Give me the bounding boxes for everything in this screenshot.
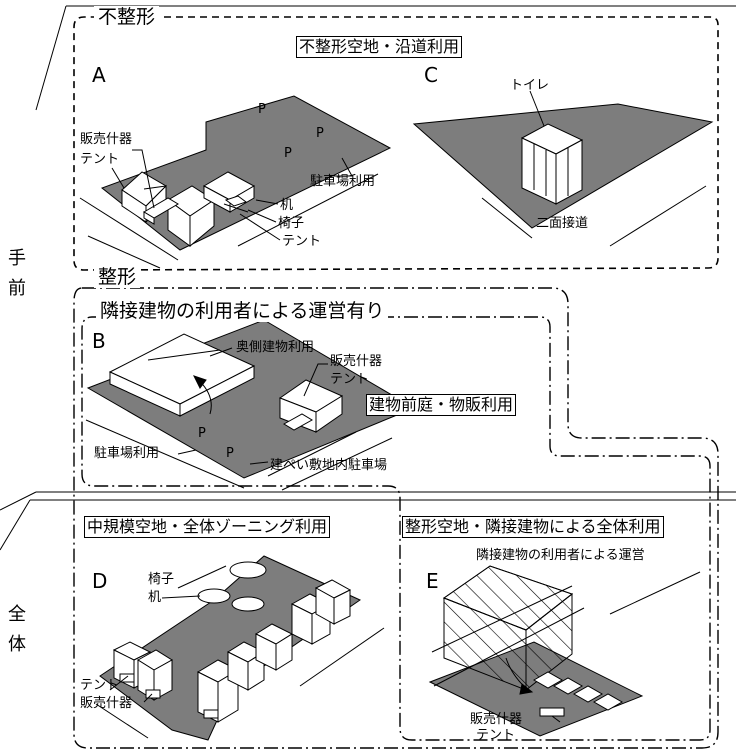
panel-d-letter: D <box>92 569 108 593</box>
panel-b-label-site-parking: 建ぺい敷地内駐車場 <box>270 458 388 473</box>
panel-a-lot <box>100 95 392 251</box>
panel-a-label-desk: 机 <box>280 198 294 213</box>
panel-e-title: 整形空地・隣接建物による全体利用 <box>402 516 664 538</box>
panel-a-label-counter: 販売什器 <box>80 132 133 147</box>
side-label-whole-2: 体 <box>8 634 26 655</box>
panel-d-label-tent: テント <box>80 678 120 693</box>
panel-a-label-chair: 椅子 <box>278 216 305 231</box>
neighbor-zone-boundary <box>81 316 711 741</box>
panel-c-label-two-roads: 二面接道 <box>536 216 589 231</box>
panel-b-title: 建物前庭・物販利用 <box>366 394 517 416</box>
panel-b-letter: B <box>92 329 106 353</box>
irregular-zone-boundary <box>73 16 719 271</box>
panel-c-drawing <box>412 90 714 247</box>
panel-d-label-chair: 椅子 <box>148 572 175 587</box>
panel-a-letter: A <box>92 63 106 87</box>
panel-b-label-parking-use: 駐車場利用 <box>94 446 160 461</box>
panel-a-label-tent: テント <box>80 152 120 167</box>
side-label-near-2: 前 <box>8 278 26 299</box>
panel-b-label-tent: テント <box>330 372 370 387</box>
panel-b-drawing <box>85 319 416 491</box>
panel-b-parking-mark: P <box>198 426 206 441</box>
panel-e-label-counter: 販売什器 <box>470 712 523 727</box>
panel-e-label-tent: テント <box>476 728 516 743</box>
frame-lines <box>0 5 736 551</box>
group-label-irregular: 不整形 <box>94 6 160 28</box>
group-label-neighbor: 隣接建物の利用者による運営有り <box>96 300 389 322</box>
panel-e-drawing <box>428 565 701 737</box>
panel-c-letter: C <box>424 63 438 87</box>
side-label-near-1: 手 <box>8 248 26 269</box>
panel-e-label-neighbor-operation: 隣接建物の利用者による運営 <box>476 548 645 563</box>
side-label-whole-1: 全 <box>8 604 26 625</box>
panel-d-title: 中規模空地・全体ゾーニング利用 <box>84 516 331 538</box>
panel-a-parking-mark: P <box>316 126 324 141</box>
panel-a-parking-mark: P <box>258 102 266 117</box>
panel-b-label-counter: 販売什器 <box>330 354 383 369</box>
panel-b-label-back-building: 奥側建物利用 <box>236 340 315 355</box>
panel-d-label-desk: 机 <box>148 590 162 605</box>
panel-d-label-counter: 販売什器 <box>80 696 133 711</box>
panel-d-drawing <box>95 555 385 741</box>
panel-a-drawing <box>79 95 392 269</box>
panel-a-parking-mark: P <box>284 146 292 161</box>
panel-a-title: 不整形空地・沿道利用 <box>296 36 463 58</box>
panel-c-label-toilet: トイレ <box>510 78 550 93</box>
group-label-regular: 整形 <box>94 266 141 288</box>
panel-b-parking-mark: P <box>226 446 234 461</box>
panel-e-letter: E <box>426 569 439 593</box>
panel-a-label-tent-2: テント <box>282 234 322 249</box>
panel-a-label-parking-use: 駐車場利用 <box>310 174 376 189</box>
